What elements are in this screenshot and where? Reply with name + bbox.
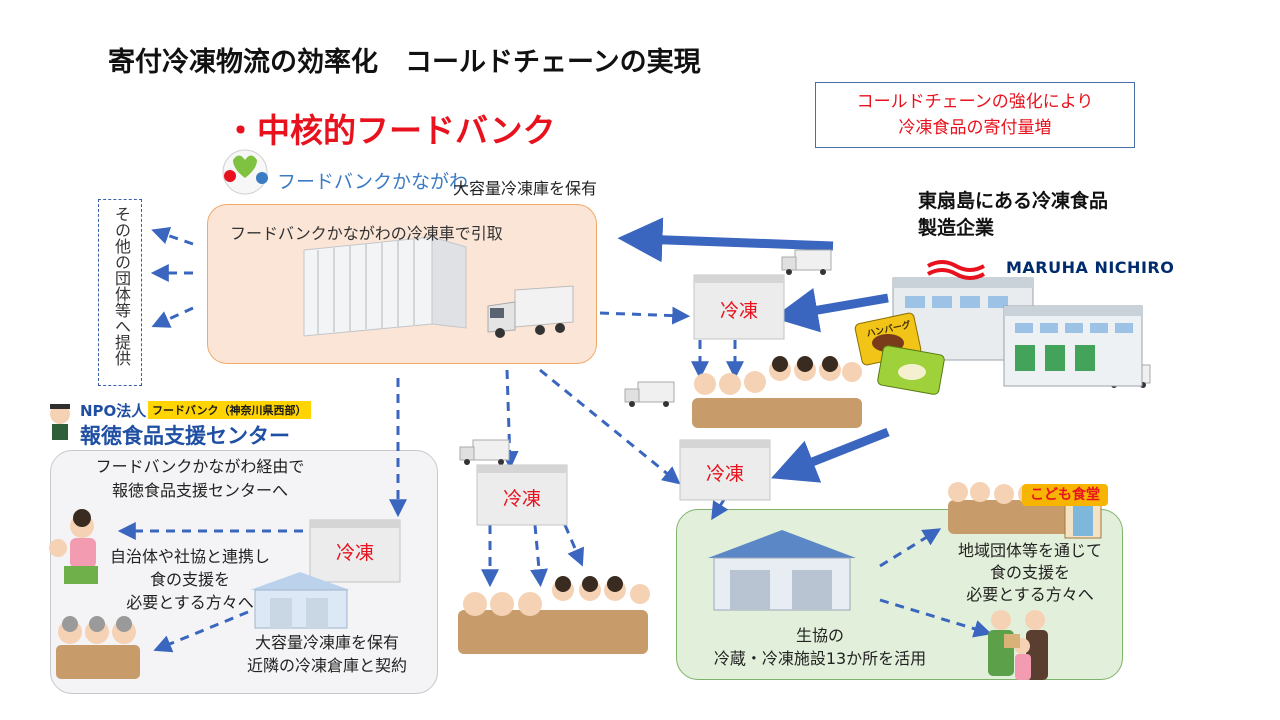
npo-people-label: 自治体や社協と連携し 食の支援を 必要とする方々へ: [80, 545, 300, 614]
truck-icon-top: [781, 249, 832, 275]
coop-warehouse-illustration: [708, 530, 856, 611]
coop-line-1: 生協の: [795, 626, 844, 645]
arrow-coop-to-volunteer: [879, 598, 992, 638]
frozen-food-packages: [854, 312, 945, 395]
arrow-company-to-freezer-top: [772, 288, 889, 333]
other-groups-box: [98, 199, 142, 386]
npo-warehouse-illustration: [250, 572, 350, 629]
npo-warehouse-label: 大容量冷凍庫を保有 近隣の冷凍倉庫と契約: [222, 631, 432, 677]
npo-people-line-1: 自治体や社協と連携し: [109, 547, 270, 566]
kodomo-shokudo-sign: こども食堂: [1022, 484, 1108, 506]
arrow-freezer-mid-to-coop: [711, 497, 729, 521]
company-name-line-1: 東扇島にある冷凍食品: [918, 190, 1109, 212]
core-foodbank-heading: ・中核的フードバンク: [224, 111, 556, 150]
freezer-label-npo: 冷凍: [335, 542, 374, 564]
fbk-truck-pickup-label: フードバンクかながわの冷凍車で引取: [230, 224, 503, 243]
fbk-truck-illustration: [487, 285, 574, 338]
npo-mascot-icon: [50, 404, 70, 440]
freezer-box-mid: [679, 439, 771, 501]
npo-via-label: フードバンクかながわ経由で 報徳食品支援センターへ: [50, 455, 350, 503]
truck-icon-center: [459, 439, 510, 465]
people-group-top: [692, 356, 862, 428]
freezer-box-npo: [309, 519, 401, 583]
npo-people-line-2: 食の支援を: [149, 570, 230, 589]
npo-via-line-1: フードバンクかながわ経由で: [95, 457, 305, 476]
coop-groups-line-1: 地域団体等を通じて: [957, 541, 1102, 560]
people-volunteer: [988, 610, 1048, 680]
freezer-box-top: [693, 274, 785, 340]
npo-warehouse-line-1: 大容量冷凍庫を保有: [254, 633, 399, 652]
callout-line-2: 冷凍食品の寄付量増: [898, 118, 1052, 138]
freezer-container-illustration: [303, 236, 467, 337]
person-npo-staff: [49, 509, 98, 584]
fbk-logo-mark: [222, 149, 268, 195]
arrow-freezer-center-to-people-3: [563, 524, 585, 567]
page-title: 寄付冷凍物流の効率化 コールドチェーンの実現: [108, 47, 701, 78]
coop-groups-line-2: 食の支援を: [989, 563, 1070, 582]
people-group-elderly-npo: [56, 616, 140, 679]
npo-region-tag: フードバンク（神奈川県西部）: [148, 401, 311, 419]
npo-warehouse-line-2: 近隣の冷凍倉庫と契約: [246, 656, 407, 675]
arrow-to-other-1: [151, 226, 194, 246]
callout-line-1: コールドチェーンの強化により: [856, 92, 1094, 112]
freezer-label-top: 冷凍: [719, 300, 758, 322]
arrow-company-to-freezer-mid: [771, 427, 890, 483]
arrow-coop-to-kodomo: [879, 528, 942, 568]
arrow-to-other-3: [151, 306, 194, 328]
npo-via-line-2: 報徳食品支援センターへ: [111, 481, 288, 500]
arrow-fbk-to-freezer-mid: [539, 368, 681, 485]
arrow-fbk-to-freezer-top: [599, 306, 691, 325]
fbk-storage-note: 大容量冷凍庫を保有: [453, 179, 598, 198]
npo-prefix: NPO法人: [80, 402, 147, 420]
people-group-center: [458, 576, 650, 654]
other-groups-label: その他の団体等へ提供: [112, 206, 131, 366]
freezer-label-mid: 冷凍: [705, 463, 744, 485]
coop-label: 生協の 冷蔵・冷凍施設13か所を活用: [690, 624, 950, 670]
cold-chain-callout: コールドチェーンの強化により 冷凍食品の寄付量増: [815, 82, 1135, 148]
coop-groups-label: 地域団体等を通じて 食の支援を 必要とする方々へ: [935, 540, 1125, 606]
coop-line-2: 冷蔵・冷凍施設13か所を活用: [713, 649, 927, 668]
company-name-line-2: 製造企業: [918, 217, 995, 239]
truck-icon-mid: [624, 381, 675, 407]
fbk-logo-text: フードバンクかながわ: [277, 171, 468, 193]
freezer-box-center: [476, 464, 568, 526]
arrow-company-to-fbk: [617, 217, 834, 263]
freezer-label-center: 冷凍: [502, 488, 541, 510]
npo-name: 報徳食品支援センター: [80, 424, 290, 448]
coop-groups-line-3: 必要とする方々へ: [966, 585, 1094, 604]
arrow-freezer-center-to-people-2: [530, 524, 548, 588]
maruha-nichiro-logo: MARUHA NICHIRO: [1006, 258, 1175, 277]
company-name: 東扇島にある冷凍食品 製造企業: [918, 188, 1108, 242]
npo-people-line-3: 必要とする方々へ: [126, 593, 254, 612]
